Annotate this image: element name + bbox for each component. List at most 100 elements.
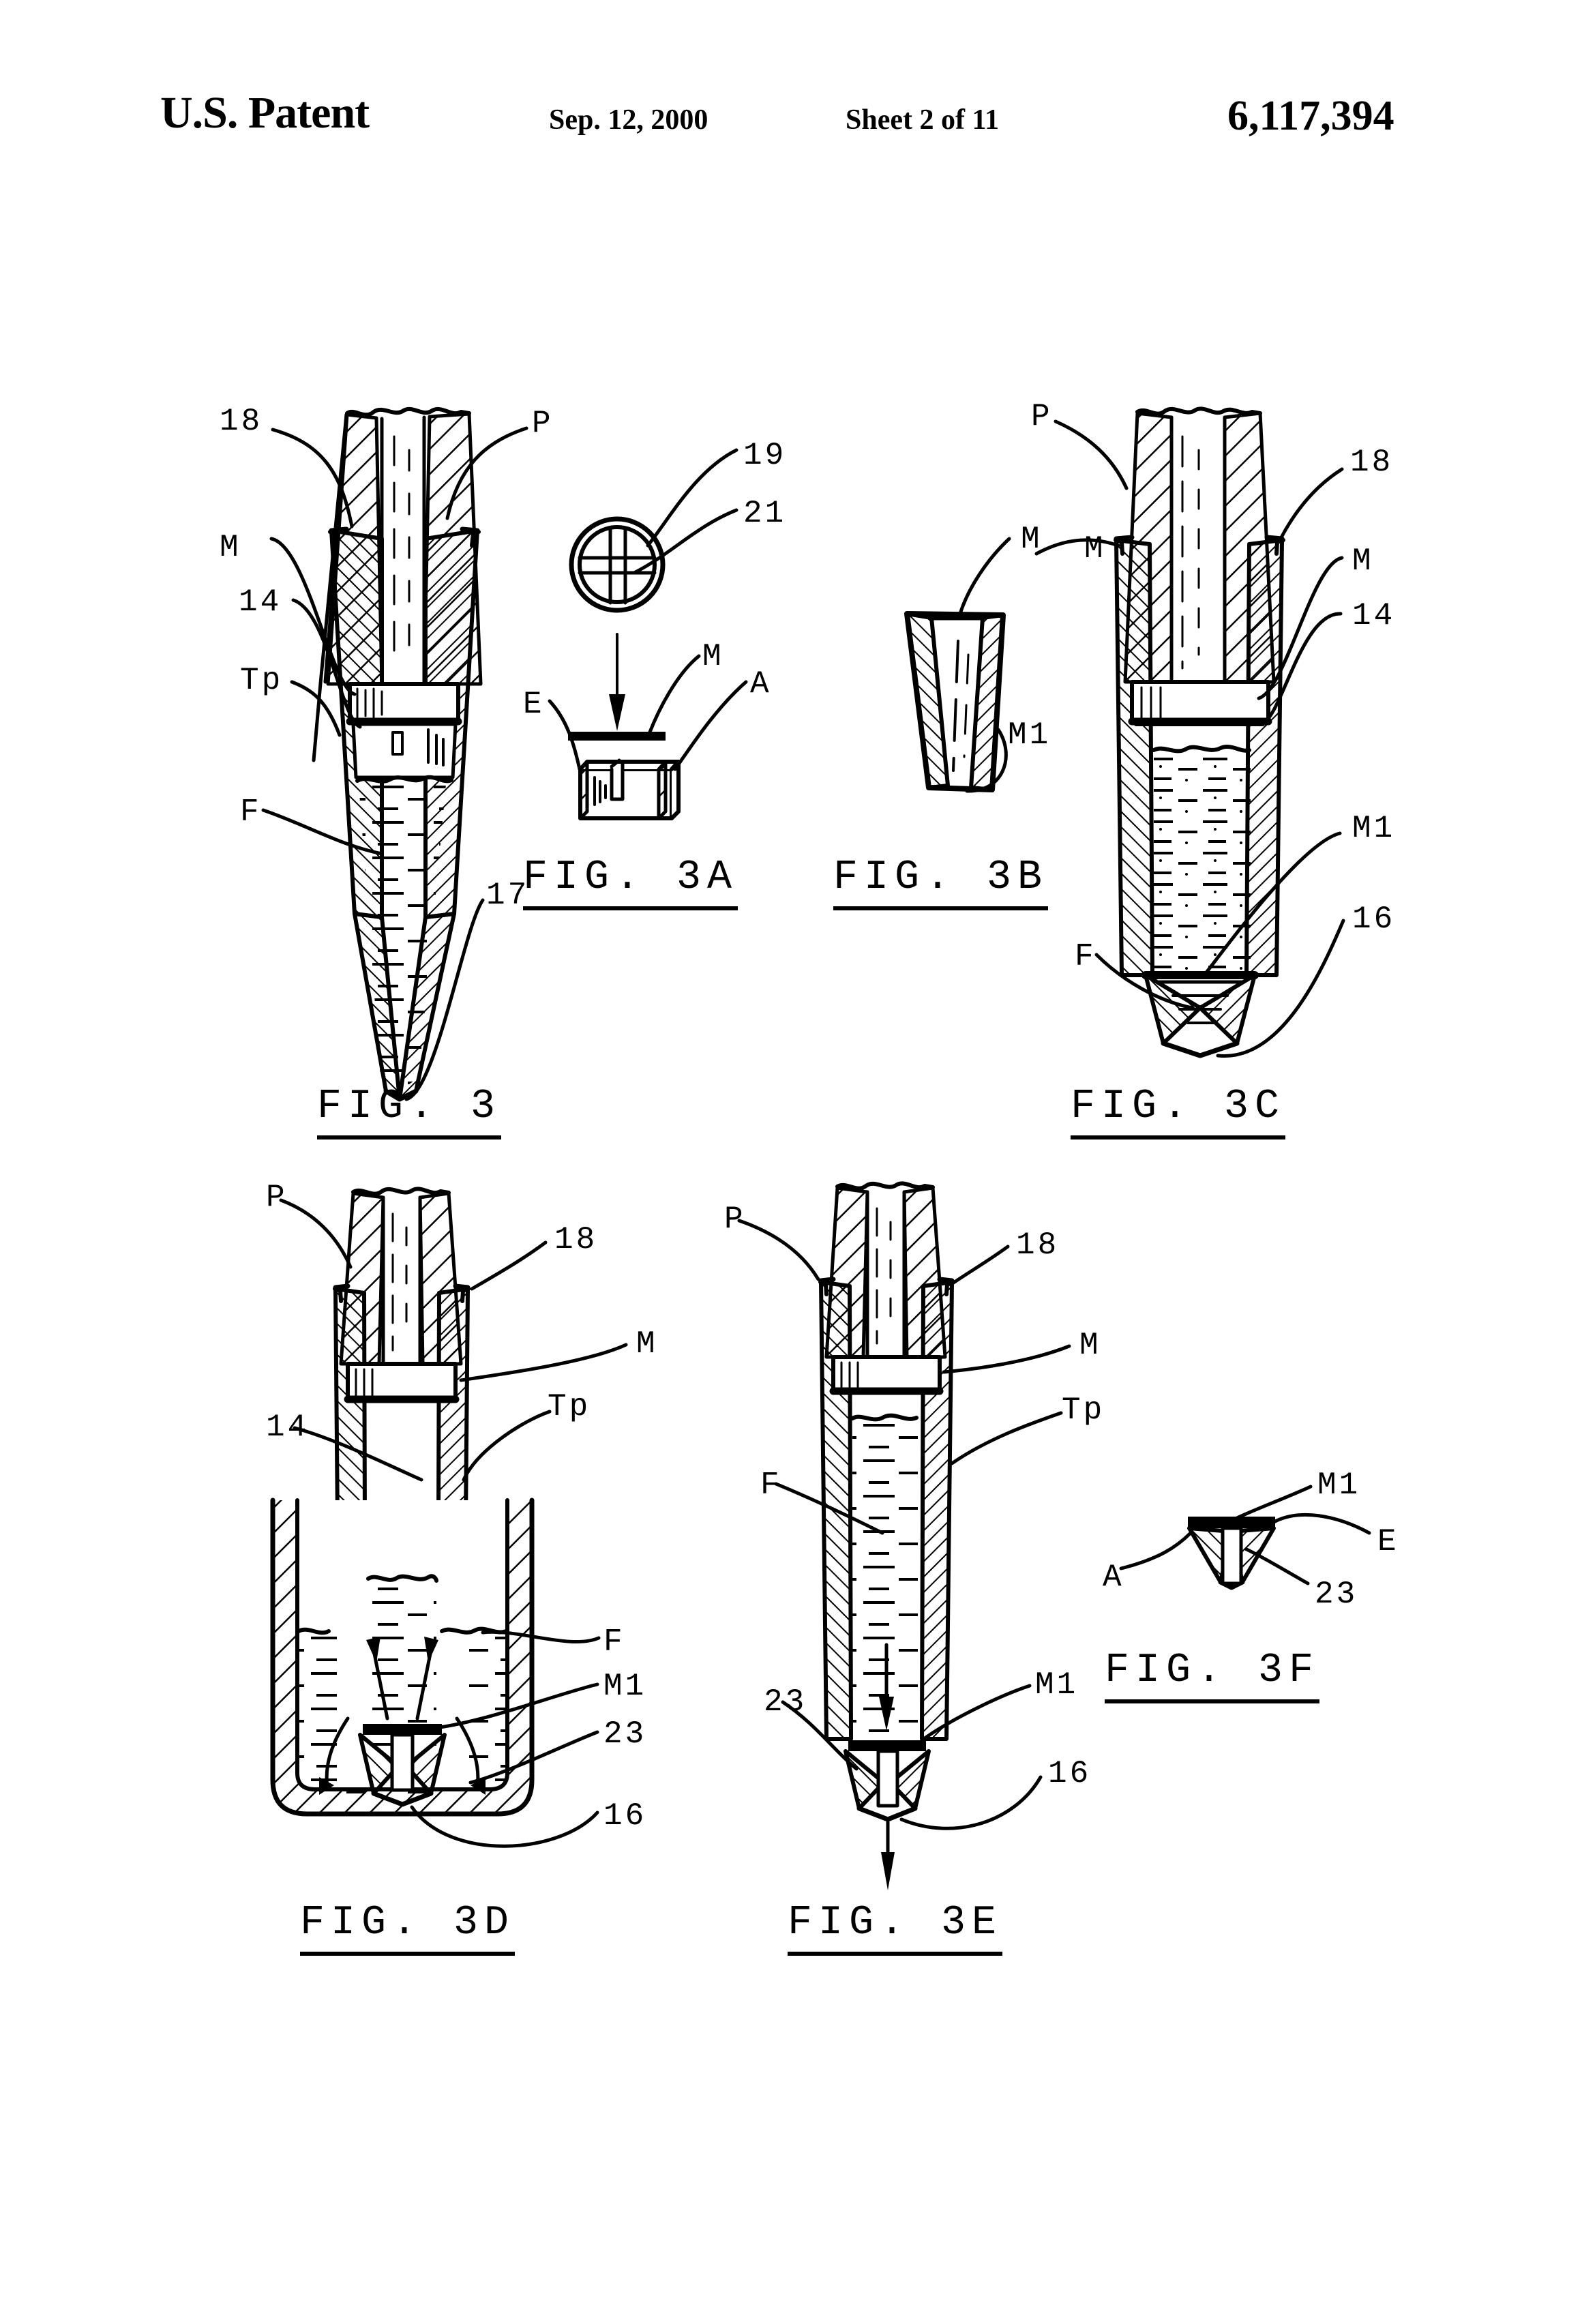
membrane-edge-bar [568, 732, 666, 741]
reference-label-fig3d-14-4: 14 [266, 1410, 310, 1445]
leader-M [942, 1344, 1071, 1374]
figure-caption-fig3b: FIG. 3B [833, 857, 1049, 910]
reference-label-fig3c-m-3: M [1352, 543, 1374, 579]
reference-label-fig3a-a-3: A [750, 666, 772, 702]
reference-label-fig3d-f-5: F [603, 1624, 625, 1660]
reference-label-fig3d-tp-3: Tp [548, 1389, 591, 1425]
figure-caption-fig3a: FIG. 3A [523, 857, 738, 910]
leader-M1 [965, 728, 1008, 793]
leader-Tp [950, 1411, 1063, 1465]
leader-F [774, 1482, 884, 1535]
leader-M [269, 537, 357, 696]
reference-label-fig3-17-6: 17 [486, 878, 530, 913]
reference-label-fig3e-p-0: P [724, 1202, 746, 1237]
reference-label-fig3e-f-4: F [760, 1468, 782, 1503]
reference-label-fig3e-m1-5: M1 [1035, 1667, 1079, 1703]
membrane-inner-ring [578, 525, 657, 604]
leader-E [1272, 1513, 1371, 1535]
leader-M-right [1257, 556, 1344, 700]
leader-Tp [290, 680, 342, 737]
leader-F [1094, 953, 1194, 1010]
reference-label-fig3f-a-2: A [1103, 1560, 1124, 1595]
leader-18 [1279, 467, 1344, 541]
leader-18 [271, 428, 354, 528]
reference-label-fig3f-23-3: 23 [1315, 1577, 1358, 1612]
figure-3-drawing [261, 407, 528, 1102]
reference-label-fig3-14-3: 14 [239, 584, 282, 620]
leader-M1 [1232, 1485, 1313, 1521]
reference-label-fig3d-m1-6: M1 [603, 1669, 647, 1704]
leader-16 [410, 1805, 599, 1848]
reference-label-fig3e-m-2: M [1079, 1328, 1101, 1363]
leader-M1 [920, 1684, 1032, 1742]
reference-label-fig3a-21-1: 21 [743, 496, 787, 531]
leader-19 [646, 448, 738, 548]
patent-issue-date: Sep. 12, 2000 [549, 104, 708, 136]
assembly-arrow [609, 694, 625, 731]
leader-A [1119, 1531, 1193, 1570]
reference-label-fig3e-16-7: 16 [1048, 1756, 1092, 1791]
reference-label-fig3c-m-2: M [1084, 531, 1106, 567]
reference-label-fig3a-19-0: 19 [743, 438, 787, 473]
leader-17 [404, 898, 485, 1101]
leader-16 [899, 1775, 1043, 1830]
leader-P [279, 1198, 353, 1269]
reference-label-fig3b-m1-1: M1 [1008, 717, 1051, 753]
reference-label-fig3c-m1-5: M1 [1352, 811, 1396, 846]
reference-label-fig3f-m1-0: M1 [1317, 1468, 1361, 1503]
figure-3C-drawing [1034, 406, 1345, 1058]
leader-P [445, 426, 528, 520]
figure-3D-drawing [270, 1187, 628, 1848]
leader-P [1054, 419, 1129, 490]
reference-label-fig3a-e-4: E [523, 687, 545, 722]
reference-label-fig3c-14-4: 14 [1352, 598, 1396, 634]
reference-label-fig3-f-5: F [240, 794, 262, 830]
reference-label-fig3c-16-6: 16 [1352, 902, 1396, 937]
reference-label-fig3a-m-2: M [702, 639, 724, 674]
leader-M [958, 537, 1011, 616]
leader-M [647, 654, 701, 736]
leader-23 [468, 1730, 599, 1785]
figure-caption-fig3f: FIG. 3F [1105, 1650, 1320, 1703]
leader-14 [293, 1426, 423, 1482]
leader-Tp [462, 1410, 552, 1482]
leader-F [481, 1630, 601, 1644]
reference-label-fig3-p-1: P [532, 406, 554, 441]
leader-M1 [421, 1682, 599, 1731]
leader-M [459, 1343, 628, 1382]
reference-label-fig3c-f-7: F [1075, 939, 1096, 974]
reference-label-fig3-tp-4: Tp [240, 663, 284, 698]
leader-P [737, 1219, 820, 1281]
leader-14 [291, 598, 362, 729]
leader-M-left [1034, 538, 1120, 556]
leader-23 [781, 1700, 859, 1771]
reference-label-fig3e-23-6: 23 [764, 1684, 807, 1720]
figure-3F-drawing [1119, 1485, 1371, 1590]
reference-label-fig3d-23-7: 23 [603, 1716, 647, 1752]
figure-3B-drawing [904, 537, 1011, 793]
reference-label-fig3-m-2: M [220, 530, 241, 565]
leader-14 [1259, 612, 1343, 726]
reference-label-fig3d-p-0: P [266, 1180, 288, 1215]
reference-label-fig3e-tp-3: Tp [1062, 1392, 1105, 1428]
leader-F [261, 808, 384, 856]
reference-label-fig3e-18-1: 18 [1016, 1227, 1060, 1263]
leader-23 [1244, 1547, 1310, 1585]
reference-label-fig3d-18-1: 18 [554, 1222, 598, 1257]
leader-21 [632, 508, 738, 575]
leader-16 [1216, 919, 1345, 1058]
figure-caption-fig3c: FIG. 3C [1071, 1086, 1286, 1139]
sheet-number: Sheet 2 of 11 [846, 104, 1000, 136]
reference-label-fig3c-p-0: P [1031, 399, 1053, 434]
leader-M1 [1202, 831, 1342, 977]
reference-label-fig3-18-0: 18 [220, 404, 263, 439]
figure-3E-drawing [737, 1181, 1071, 1890]
patent-page-header: U.S. Patent Sep. 12, 2000 Sheet 2 of 11 … [0, 0, 1582, 164]
leader-A [673, 680, 748, 771]
reference-label-fig3d-16-8: 16 [603, 1798, 647, 1834]
membrane-M1-bar-3F [1188, 1517, 1275, 1528]
patent-number: 6,117,394 [1227, 93, 1394, 139]
reference-label-fig3f-e-1: E [1377, 1524, 1399, 1560]
